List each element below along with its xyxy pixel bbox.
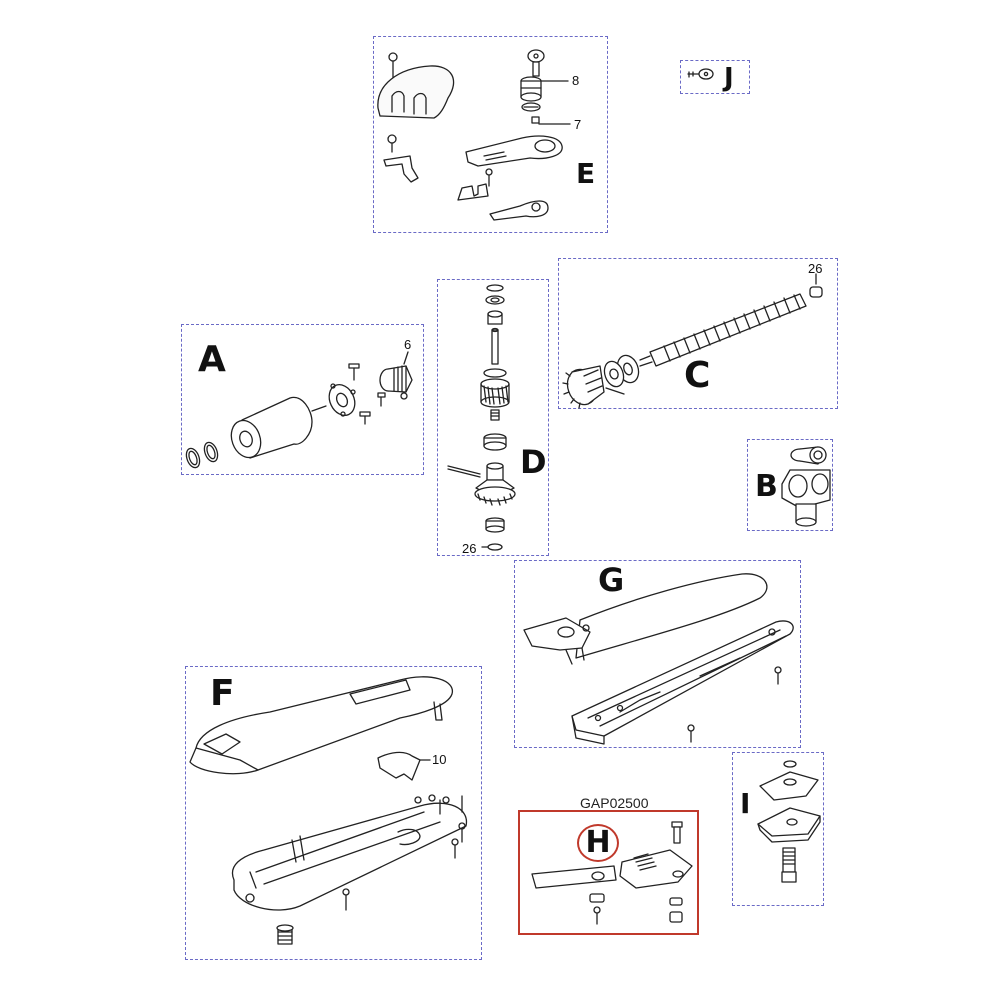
lock-cylinder	[520, 76, 542, 102]
small-nut	[400, 392, 408, 400]
screw-icon	[458, 822, 466, 843]
group-f-parts	[189, 676, 468, 945]
motor-body	[230, 396, 327, 459]
screw-icon	[687, 724, 695, 743]
base-housing	[231, 794, 468, 911]
bushing	[487, 310, 503, 325]
bracket-bottom	[457, 183, 549, 221]
callout-26-c: 26	[808, 261, 823, 276]
washer	[483, 368, 507, 378]
screw-icon	[377, 392, 386, 407]
group-j-label: J	[724, 63, 734, 93]
screw-icon	[451, 838, 459, 859]
key-icon	[527, 49, 545, 77]
group-c-frame	[558, 258, 838, 409]
pin-shaft	[491, 327, 499, 365]
bracket-left	[383, 134, 419, 183]
group-f-frame	[185, 666, 482, 960]
helical-gear	[480, 378, 510, 408]
group-e-frame	[373, 36, 608, 233]
screw-icon	[388, 52, 398, 79]
pivot-bracket	[781, 469, 831, 527]
group-i-frame	[732, 752, 824, 906]
end-cap	[809, 286, 823, 298]
group-e-parts	[377, 49, 571, 221]
release-lever-plate	[465, 135, 563, 167]
group-a-parts	[185, 351, 413, 469]
group-c-parts	[562, 273, 823, 409]
main-cover	[189, 676, 453, 775]
o-ring	[185, 447, 201, 469]
motor-flange	[328, 383, 356, 417]
screw-icon	[348, 363, 360, 381]
bolt	[781, 847, 797, 883]
group-d-frame	[437, 279, 549, 556]
bracket-10	[377, 751, 421, 781]
flat-bar	[531, 865, 617, 889]
screw-icon	[593, 906, 601, 925]
small-nut	[669, 911, 683, 923]
washer	[487, 543, 503, 551]
group-e-label: E	[576, 157, 596, 190]
worm-gear	[379, 365, 413, 393]
screw-icon	[359, 411, 371, 425]
pivot-bushing	[790, 446, 827, 465]
callout-10: 10	[432, 752, 447, 767]
cable-gland	[276, 924, 294, 945]
bushing	[485, 517, 505, 533]
screw-icon	[774, 666, 782, 685]
small-nut	[589, 893, 605, 903]
group-d-label: D	[520, 443, 547, 481]
small-spring	[490, 409, 500, 421]
screw-icon	[485, 168, 493, 187]
long-screw	[671, 821, 683, 844]
group-g-frame	[514, 560, 801, 748]
base-rail	[571, 620, 794, 745]
group-b-parts	[781, 446, 831, 527]
group-d-parts	[447, 284, 516, 551]
callout-8: 8	[572, 73, 580, 88]
screw-icon	[342, 888, 350, 911]
group-h-highlight-circle: H	[577, 824, 619, 862]
callout-6: 6	[404, 337, 412, 352]
group-i-parts	[757, 760, 821, 883]
small-nut	[669, 897, 683, 906]
lead-screw	[639, 293, 807, 367]
group-j-frame	[680, 60, 750, 94]
group-b-frame	[747, 439, 833, 531]
group-a-frame	[181, 324, 424, 475]
group-f-label: F	[210, 673, 235, 714]
group-c-label: C	[684, 355, 711, 396]
square-nut	[759, 760, 819, 801]
bearing	[603, 354, 640, 388]
group-h-frame	[518, 810, 699, 935]
cover-shell	[377, 65, 455, 119]
bevel-gear	[474, 462, 516, 506]
washer	[485, 295, 505, 305]
callout-26-d: 26	[462, 541, 477, 556]
top-cover	[523, 573, 768, 665]
group-g-label: G	[598, 561, 625, 599]
clamp-plate	[757, 807, 821, 843]
group-b-label: B	[755, 469, 778, 504]
key-icon	[687, 68, 714, 80]
group-h-parts	[531, 821, 693, 925]
pinion-gear	[562, 365, 605, 409]
group-a-label: A	[198, 339, 226, 380]
group-i-label: I	[740, 787, 751, 820]
slotted-plate	[619, 849, 693, 889]
washer	[486, 284, 504, 292]
o-ring	[203, 441, 219, 463]
bearing	[483, 433, 507, 451]
group-g-parts	[523, 573, 794, 745]
group-h-label: H	[585, 825, 611, 860]
callout-7: 7	[574, 117, 582, 132]
group-h-caption: GAP02500	[580, 795, 649, 811]
spring-clip	[521, 102, 541, 112]
small-nut	[531, 116, 540, 124]
